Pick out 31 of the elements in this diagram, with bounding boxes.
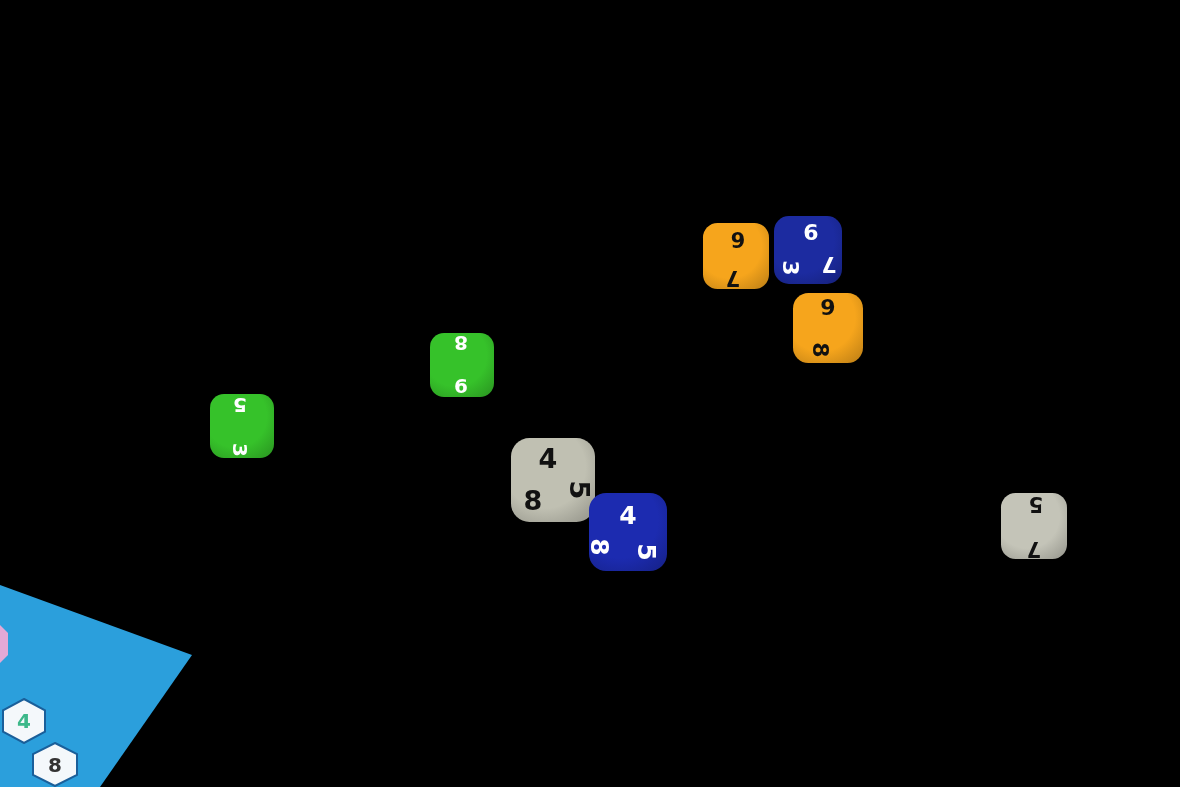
die-number: 7	[725, 266, 741, 288]
hexagon-tile	[32, 742, 78, 787]
die-number: 5	[565, 480, 593, 500]
die-number: 9	[820, 297, 836, 319]
die	[1001, 493, 1067, 559]
die	[703, 223, 769, 289]
die-number: 8	[454, 333, 468, 353]
die	[430, 333, 494, 397]
tile-number: 4	[17, 711, 31, 731]
hexagon-tile	[2, 698, 46, 744]
die-number: 5	[633, 543, 659, 561]
die-number: 8	[586, 538, 612, 556]
die	[774, 216, 842, 284]
die-number: 6	[454, 376, 468, 396]
tile-number: 8	[48, 754, 62, 775]
die-number: 8	[523, 486, 543, 514]
die-number: 8	[809, 342, 831, 358]
die-number: 6	[730, 227, 746, 249]
die	[589, 493, 667, 571]
die-number: 7	[1026, 537, 1042, 559]
die	[793, 293, 863, 363]
die	[511, 438, 595, 522]
die	[210, 394, 274, 458]
die-number: 4	[619, 502, 637, 528]
die-number: 3	[230, 443, 250, 457]
die-number: 3	[779, 260, 801, 276]
die-number: 7	[821, 253, 837, 275]
die-number: 5	[233, 395, 247, 415]
die-number: 5	[1028, 492, 1044, 514]
die-number: 6	[803, 222, 819, 244]
die-number: 4	[538, 444, 558, 472]
